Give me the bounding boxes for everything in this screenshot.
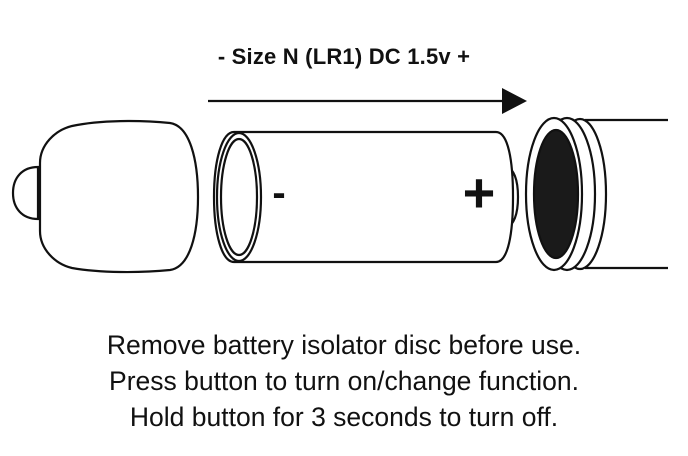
- instruction-line-2: Press button to turn on/change function.: [109, 366, 579, 396]
- battery-size-label: - Size N (LR1) DC 1.5v +: [217, 44, 471, 69]
- insertion-arrow: [208, 88, 527, 114]
- battery: [212, 130, 520, 264]
- end-cap: [11, 119, 200, 274]
- device-tube: [524, 116, 668, 272]
- battery-positive-symbol: +: [463, 161, 496, 224]
- battery-negative-symbol: -: [272, 171, 285, 215]
- battery-body: [212, 130, 515, 264]
- device-tube-opening: [532, 128, 580, 260]
- instructions: Remove battery isolator disc before use.…: [0, 327, 688, 435]
- end-cap-body: [38, 119, 200, 274]
- svg-text:+: +: [463, 161, 496, 224]
- instruction-line-3: Hold button for 3 seconds to turn off.: [129, 402, 559, 432]
- instruction-line-1: Remove battery isolator disc before use.: [106, 330, 582, 360]
- end-cap-button-nub: [11, 165, 40, 221]
